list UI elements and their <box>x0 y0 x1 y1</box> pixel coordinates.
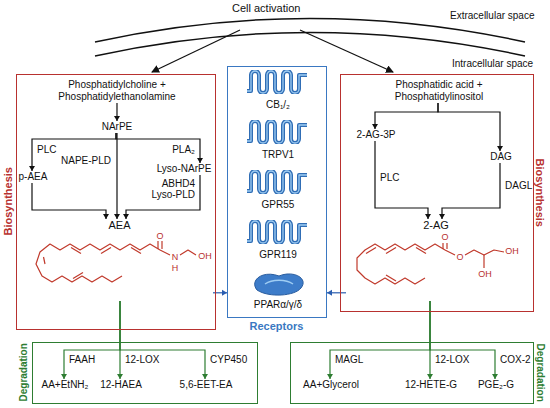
connector-arrow <box>438 103 503 151</box>
text-node: AA+Glycerol <box>303 379 359 391</box>
text-node: PGE₂-G <box>478 379 514 391</box>
2ag-molecule <box>357 243 504 284</box>
enzyme-label: 12-LOX <box>124 354 160 365</box>
atom-label: O <box>156 231 163 241</box>
enzyme-label: MAGL <box>334 354 364 365</box>
node-text: PPARα/γ/δ <box>254 299 302 311</box>
section-title: Receptors <box>250 320 304 332</box>
text-node: 5,6-EET-EA <box>180 379 233 391</box>
enzyme-label: 12-LOX <box>434 354 470 365</box>
region-label: Extracellular space <box>450 10 534 21</box>
atom-label: OH <box>478 269 492 279</box>
text-node: CB₁/₂ <box>266 99 290 111</box>
cell-membrane <box>95 19 525 57</box>
connector-arrow <box>375 141 431 219</box>
node-text: GPR119 <box>259 249 297 261</box>
text-node: Phosphatidic acid + Phosphatidylinositol <box>387 79 491 103</box>
group-box: DegradationAA+EtNH₂12-HAEA5,6-EET-EA <box>32 342 258 404</box>
text-node: p-AEA <box>19 171 48 183</box>
group-box: BiosynthesisPhosphatidylcholine + Phosph… <box>16 74 216 330</box>
receptor-icons <box>247 71 307 295</box>
connector-arrow <box>372 103 438 129</box>
text-node: Phosphatidylcholine + Phosphatidylethano… <box>58 79 175 103</box>
atom-label: OH <box>198 251 212 261</box>
atom-label: O <box>441 232 448 242</box>
enzyme-label: COX-2 <box>499 354 532 365</box>
node-text: 5,6-EET-EA <box>180 379 233 391</box>
enzyme-label: CYP450 <box>209 354 248 365</box>
node-text: 12-HETE-G <box>405 379 457 391</box>
atom-label: H <box>172 263 179 273</box>
atom-label: O <box>456 252 463 262</box>
node-text: AA+EtNH₂ <box>42 379 89 391</box>
enzyme-label: PLC <box>379 172 400 183</box>
connector-arrow <box>430 301 498 379</box>
text-node: NArPE <box>102 121 133 133</box>
connector-arrow <box>61 301 120 379</box>
node-text: Phosphatidylcholine + Phosphatidylethano… <box>58 79 175 103</box>
group-box: BiosynthesisPhosphatidic acid + Phosphat… <box>340 74 534 312</box>
section-title: Biosynthesis <box>2 167 14 235</box>
connector-arrow <box>114 133 120 219</box>
section-title: Degradation <box>18 343 30 401</box>
text-node: PPARα/γ/δ <box>254 299 302 311</box>
region-label: Intracellular space <box>452 58 533 69</box>
node-text: p-AEA <box>19 171 48 183</box>
enzyme-label: ABHD4 Lyso-PLD <box>148 178 196 200</box>
enzyme-label: PLA₂ <box>171 144 196 155</box>
molecule-node: 2-AG <box>346 219 526 301</box>
aea-molecule <box>36 241 196 282</box>
node-text: 2-AG <box>346 219 526 231</box>
node-text: CB₁/₂ <box>266 99 290 111</box>
connector-arrow <box>116 133 203 163</box>
molecule-node: AEA <box>26 219 213 301</box>
atom-label: OH <box>505 246 519 256</box>
text-node: GPR119 <box>259 249 297 261</box>
region-label: Cell activation <box>232 2 300 14</box>
connector-arrow <box>327 301 430 379</box>
node-text: Lyso-NArPE <box>157 163 212 175</box>
enzyme-label: PLC <box>36 144 57 155</box>
node-text: NArPE <box>102 121 133 133</box>
enzyme-label: NAPE-PLD <box>60 155 112 166</box>
connector-arrow <box>120 301 208 379</box>
node-text: PGE₂-G <box>478 379 514 391</box>
node-text: AEA <box>26 219 213 231</box>
atom-label: N <box>172 252 179 262</box>
group-box: DegradationAA+Glycerol12-HETE-GPGE₂-G <box>290 342 534 404</box>
text-node: DAG <box>490 151 512 163</box>
text-node: 12-HAEA <box>100 379 142 391</box>
text-node: 12-HETE-G <box>405 379 457 391</box>
connector-arrow <box>123 175 200 219</box>
connector-arrow <box>32 183 109 219</box>
enzyme-label: FAAH <box>68 354 96 365</box>
connector-arrow <box>439 163 500 219</box>
node-text: TRPV1 <box>262 149 294 161</box>
section-title: Biosynthesis <box>534 159 546 227</box>
node-text: 2-AG-3P <box>357 129 396 141</box>
node-text: Phosphatidic acid + Phosphatidylinositol <box>387 79 491 103</box>
group-box: ReceptorsCB₁/₂TRPV1GPR55GPR119PPARα/γ/δ <box>227 66 327 318</box>
text-node: Lyso-NArPE <box>157 163 212 175</box>
text-node: AA+EtNH₂ <box>42 379 89 391</box>
connector-arrow <box>327 290 346 296</box>
text-node: 2-AG-3P <box>357 129 396 141</box>
connector-arrow <box>114 103 120 121</box>
text-node: GPR55 <box>262 199 295 211</box>
node-text: DAG <box>490 151 512 163</box>
node-text: 12-HAEA <box>100 379 142 391</box>
node-text: GPR55 <box>262 199 295 211</box>
node-text: AA+Glycerol <box>303 379 359 391</box>
enzyme-label: DAGL <box>504 180 533 191</box>
connector-arrow <box>29 133 116 171</box>
text-node: TRPV1 <box>262 149 294 161</box>
section-title: Degradation <box>534 344 546 402</box>
